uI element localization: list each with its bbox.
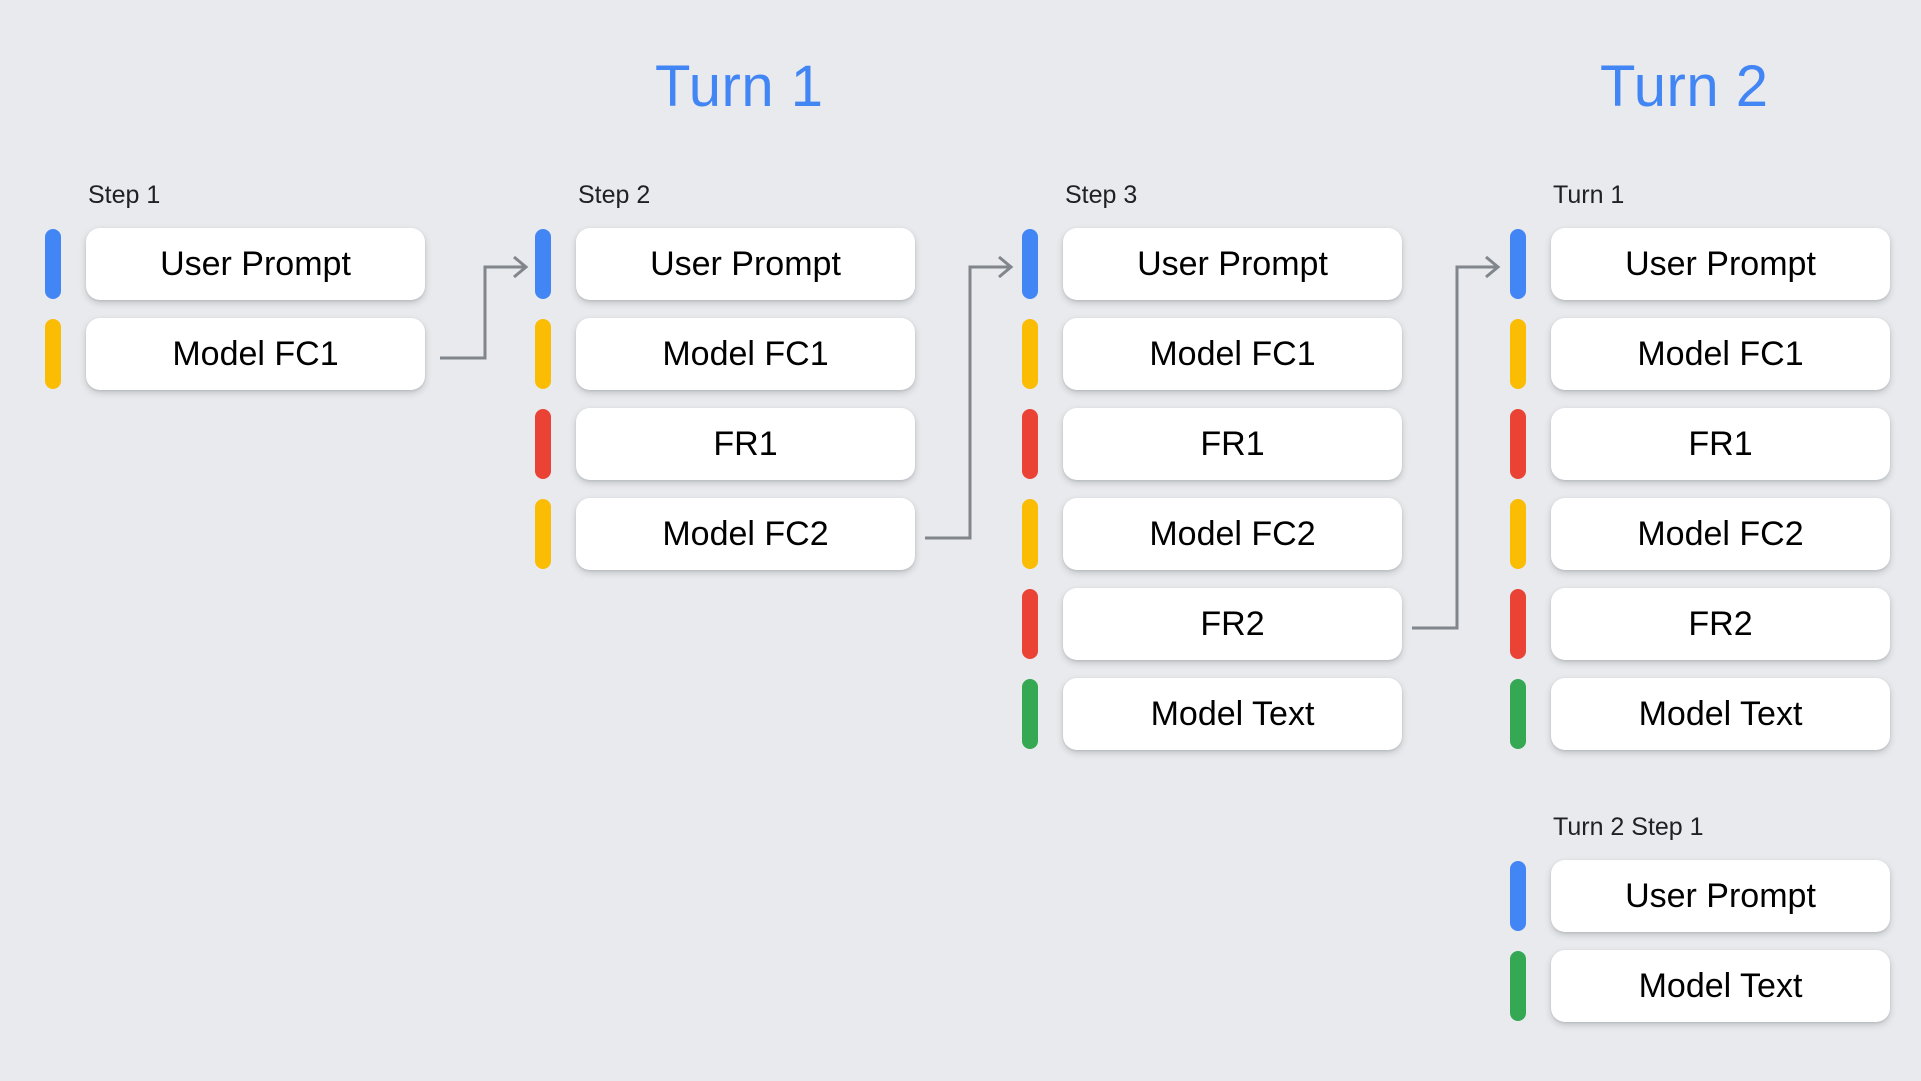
status-bar-yellow	[535, 319, 551, 389]
status-bar-green	[1022, 679, 1038, 749]
list-item[interactable]: User Prompt	[1510, 860, 1890, 932]
card-model-fc1[interactable]: Model FC1	[1551, 318, 1890, 390]
card-user-prompt[interactable]: User Prompt	[1551, 860, 1890, 932]
list-item[interactable]: FR2	[1510, 588, 1890, 660]
status-bar-yellow	[1022, 499, 1038, 569]
connector-step1-to-step2	[440, 255, 529, 360]
card-fr2[interactable]: FR2	[1551, 588, 1890, 660]
card-model-text[interactable]: Model Text	[1551, 678, 1890, 750]
status-bar-blue	[45, 229, 61, 299]
list-item[interactable]: Model FC1	[45, 318, 425, 390]
list-item[interactable]: FR1	[1022, 408, 1402, 480]
list-item[interactable]: Model Text	[1510, 950, 1890, 1022]
list-item[interactable]: FR1	[1510, 408, 1890, 480]
status-bar-yellow	[1510, 319, 1526, 389]
status-bar-yellow	[45, 319, 61, 389]
column-turn-2-step-1: Turn 2 Step 1 User Prompt Model Text	[1510, 815, 1890, 1022]
status-bar-yellow	[1022, 319, 1038, 389]
card-model-text[interactable]: Model Text	[1551, 950, 1890, 1022]
card-fr2[interactable]: FR2	[1063, 588, 1402, 660]
card-user-prompt[interactable]: User Prompt	[86, 228, 425, 300]
turn-2-title: Turn 2	[1600, 54, 1769, 119]
card-user-prompt[interactable]: User Prompt	[1551, 228, 1890, 300]
list-item[interactable]: User Prompt	[535, 228, 915, 300]
status-bar-red	[1022, 409, 1038, 479]
status-bar-yellow	[1510, 499, 1526, 569]
status-bar-green	[1510, 679, 1526, 749]
list-item[interactable]: Model FC1	[1022, 318, 1402, 390]
card-user-prompt[interactable]: User Prompt	[576, 228, 915, 300]
column-label-step-3: Step 3	[1065, 181, 1138, 209]
card-model-fc2[interactable]: Model FC2	[576, 498, 915, 570]
list-item[interactable]: FR1	[535, 408, 915, 480]
card-model-text[interactable]: Model Text	[1063, 678, 1402, 750]
list-item[interactable]: Model FC2	[535, 498, 915, 570]
list-item[interactable]: Model FC2	[1022, 498, 1402, 570]
card-fr1[interactable]: FR1	[576, 408, 915, 480]
card-user-prompt[interactable]: User Prompt	[1063, 228, 1402, 300]
status-bar-blue	[535, 229, 551, 299]
connector-step2-to-step3	[925, 255, 1014, 540]
list-item[interactable]: Model FC1	[535, 318, 915, 390]
status-bar-yellow	[535, 499, 551, 569]
status-bar-green	[1510, 951, 1526, 1021]
status-bar-blue	[1510, 229, 1526, 299]
list-item[interactable]: Model FC2	[1510, 498, 1890, 570]
list-item[interactable]: Model Text	[1510, 678, 1890, 750]
list-item[interactable]: FR2	[1022, 588, 1402, 660]
card-fr1[interactable]: FR1	[1551, 408, 1890, 480]
column-label-step-1: Step 1	[88, 181, 161, 209]
list-item[interactable]: User Prompt	[1510, 228, 1890, 300]
column-step-3: Step 3 User Prompt Model FC1 FR1 Model F…	[1022, 183, 1402, 750]
status-bar-blue	[1022, 229, 1038, 299]
column-turn-1: Turn 1 User Prompt Model FC1 FR1 Model F…	[1510, 183, 1890, 750]
card-model-fc1[interactable]: Model FC1	[1063, 318, 1402, 390]
column-label-turn-2-step-1: Turn 2 Step 1	[1553, 813, 1704, 841]
status-bar-blue	[1510, 861, 1526, 931]
turn-1-title: Turn 1	[655, 54, 824, 119]
column-label-step-2: Step 2	[578, 181, 651, 209]
column-step-2: Step 2 User Prompt Model FC1 FR1 Model F…	[535, 183, 915, 570]
list-item[interactable]: Model Text	[1022, 678, 1402, 750]
card-model-fc1[interactable]: Model FC1	[86, 318, 425, 390]
status-bar-red	[1022, 589, 1038, 659]
card-model-fc2[interactable]: Model FC2	[1063, 498, 1402, 570]
card-model-fc1[interactable]: Model FC1	[576, 318, 915, 390]
card-model-fc2[interactable]: Model FC2	[1551, 498, 1890, 570]
card-fr1[interactable]: FR1	[1063, 408, 1402, 480]
column-label-turn-1: Turn 1	[1553, 181, 1625, 209]
connector-step3-to-turn1	[1412, 255, 1501, 630]
list-item[interactable]: Model FC1	[1510, 318, 1890, 390]
status-bar-red	[1510, 409, 1526, 479]
list-item[interactable]: User Prompt	[45, 228, 425, 300]
status-bar-red	[1510, 589, 1526, 659]
column-step-1: Step 1 User Prompt Model FC1	[45, 183, 425, 390]
status-bar-red	[535, 409, 551, 479]
list-item[interactable]: User Prompt	[1022, 228, 1402, 300]
